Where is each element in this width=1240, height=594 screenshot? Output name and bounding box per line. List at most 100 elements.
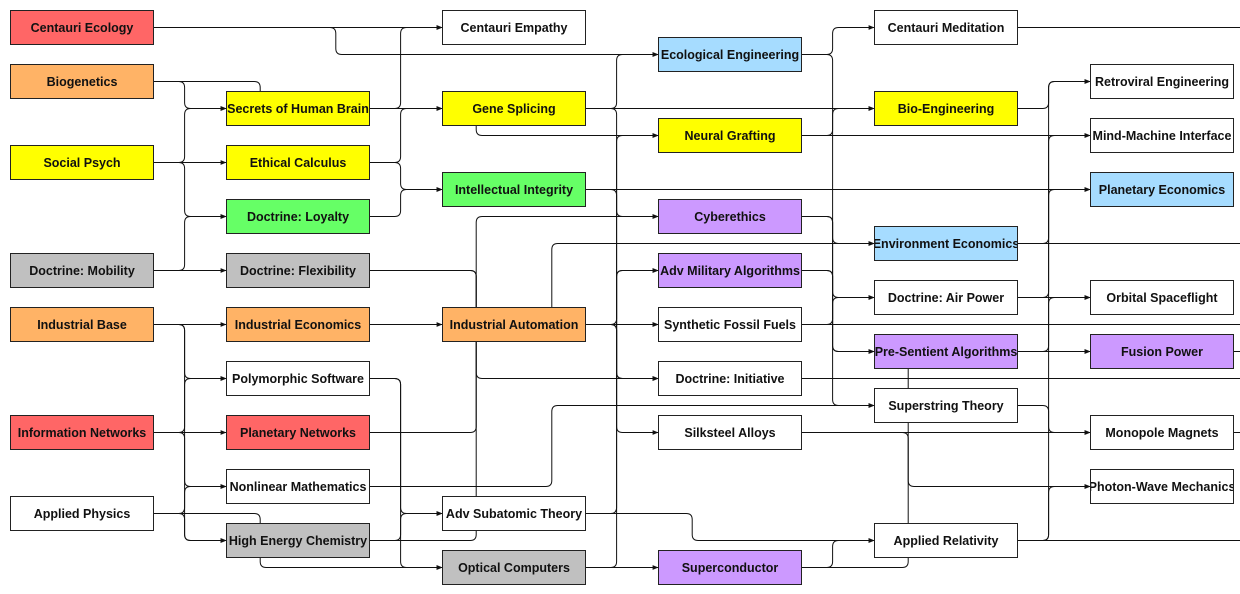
edge-adv-military-algorithms-to-doctrine-air-power — [802, 270, 875, 300]
tech-node-optical-computers[interactable]: Optical Computers — [442, 550, 586, 585]
edge-bio-engineering-to-retroviral-engineering — [1018, 79, 1091, 109]
tech-node-label: Doctrine: Mobility — [29, 263, 135, 278]
edge-ethical-calculus-to-intellectual-integrity — [370, 162, 443, 192]
edge-applied-relativity-to-photon-wave-mechanics — [1018, 484, 1091, 541]
tech-node-secrets-human-brain[interactable]: Secrets of Human Brain — [226, 91, 370, 126]
tech-node-label: Superconductor — [681, 560, 779, 575]
tech-node-industrial-automation[interactable]: Industrial Automation — [442, 307, 586, 342]
tech-node-fusion-power[interactable]: Fusion Power — [1090, 334, 1234, 369]
tech-node-label: Doctrine: Initiative — [675, 371, 785, 386]
edge-applied-relativity-to-orbital-spaceflight — [1018, 295, 1091, 541]
tech-node-planetary-economics[interactable]: Planetary Economics — [1090, 172, 1234, 207]
edge-optical-computers-to-adv-military-algorithms — [586, 268, 659, 568]
tech-node-intellectual-integrity[interactable]: Intellectual Integrity — [442, 172, 586, 207]
tech-node-pre-sentient-algorithms[interactable]: Pre-Sentient Algorithms — [874, 334, 1018, 369]
edge-industrial-automation-to-doctrine-initiative — [586, 324, 659, 381]
tech-node-label: Ethical Calculus — [249, 155, 347, 170]
tech-node-silksteel-alloys[interactable]: Silksteel Alloys — [658, 415, 802, 450]
tech-node-planetary-networks[interactable]: Planetary Networks — [226, 415, 370, 450]
tech-node-nonlinear-mathematics[interactable]: Nonlinear Mathematics — [226, 469, 370, 504]
edge-high-energy-chemistry-to-adv-subatomic-theory — [370, 511, 443, 541]
tech-node-label: Doctrine: Loyalty — [246, 209, 350, 224]
tech-node-environment-economics[interactable]: Environment Economics — [874, 226, 1018, 261]
edge-cyberethics-to-superstring-theory — [802, 216, 875, 408]
tech-node-label: Pre-Sentient Algorithms — [874, 344, 1018, 359]
edge-synthetic-fossil-fuels-to-doctrine-air-power — [802, 295, 875, 325]
tech-node-label: Bio-Engineering — [897, 101, 995, 116]
tech-node-label: Orbital Spaceflight — [1106, 290, 1218, 305]
tech-node-mind-machine-interface[interactable]: Mind-Machine Interface — [1090, 118, 1234, 153]
edge-secrets-human-brain-to-centauri-empathy — [370, 25, 443, 109]
tech-node-label: Intellectual Integrity — [454, 182, 574, 197]
edge-polymorphic-software-to-optical-computers — [370, 378, 443, 570]
edge-adv-subatomic-theory-to-applied-relativity — [586, 513, 875, 543]
tech-node-synthetic-fossil-fuels[interactable]: Synthetic Fossil Fuels — [658, 307, 802, 342]
tech-node-label: Ecological Engineering — [660, 47, 800, 62]
tech-node-centauri-empathy[interactable]: Centauri Empathy — [442, 10, 586, 45]
tech-node-superstring-theory[interactable]: Superstring Theory — [874, 388, 1018, 423]
tech-node-label: Gene Splicing — [472, 101, 556, 116]
tech-node-industrial-economics[interactable]: Industrial Economics — [226, 307, 370, 342]
tech-node-applied-relativity[interactable]: Applied Relativity — [874, 523, 1018, 558]
edge-industrial-automation-to-neural-grafting — [586, 133, 659, 325]
tech-node-social-psych[interactable]: Social Psych — [10, 145, 154, 180]
tech-node-applied-physics[interactable]: Applied Physics — [10, 496, 154, 531]
tech-node-photon-wave-mechanics[interactable]: Photon-Wave Mechanics — [1090, 469, 1234, 504]
edge-social-psych-to-secrets-human-brain — [154, 106, 227, 163]
tech-node-polymorphic-software[interactable]: Polymorphic Software — [226, 361, 370, 396]
tech-node-high-energy-chemistry[interactable]: High Energy Chemistry — [226, 523, 370, 558]
tech-node-doctrine-flexibility[interactable]: Doctrine: Flexibility — [226, 253, 370, 288]
tech-node-label: Planetary Networks — [239, 425, 357, 440]
tech-node-adv-subatomic-theory[interactable]: Adv Subatomic Theory — [442, 496, 586, 531]
tech-node-orbital-spaceflight[interactable]: Orbital Spaceflight — [1090, 280, 1234, 315]
tech-node-label: Monopole Magnets — [1105, 425, 1219, 440]
edge-doctrine-mobility-to-doctrine-loyalty — [154, 214, 227, 271]
tech-node-label: Adv Military Algorithms — [660, 263, 800, 278]
edge-information-networks-to-polymorphic-software — [154, 376, 227, 433]
tech-node-label: Mind-Machine Interface — [1092, 128, 1232, 143]
tech-node-doctrine-loyalty[interactable]: Doctrine: Loyalty — [226, 199, 370, 234]
edge-adv-military-algorithms-to-pre-sentient-algorithms — [802, 270, 875, 354]
tech-node-label: Polymorphic Software — [232, 371, 364, 386]
tech-node-centauri-ecology[interactable]: Centauri Ecology — [10, 10, 154, 45]
tech-node-retroviral-engineering[interactable]: Retroviral Engineering — [1090, 64, 1234, 99]
edge-gene-splicing-to-ecological-engineering — [586, 52, 659, 109]
tech-node-ethical-calculus[interactable]: Ethical Calculus — [226, 145, 370, 180]
tech-node-label: Centauri Meditation — [887, 20, 1005, 35]
tech-node-label: Centauri Empathy — [460, 20, 568, 35]
tech-node-doctrine-initiative[interactable]: Doctrine: Initiative — [658, 361, 802, 396]
edge-superconductor-to-applied-relativity — [802, 538, 875, 568]
tech-node-neural-grafting[interactable]: Neural Grafting — [658, 118, 802, 153]
tech-node-label: Secrets of Human Brain — [227, 101, 369, 116]
tech-node-gene-splicing[interactable]: Gene Splicing — [442, 91, 586, 126]
edge-silksteel-alloys-to-photon-wave-mechanics — [802, 432, 1091, 489]
edge-polymorphic-software-to-adv-subatomic-theory — [370, 378, 443, 516]
edge-applied-physics-to-nonlinear-mathematics — [154, 484, 227, 514]
edge-applied-physics-to-high-energy-chemistry — [154, 513, 227, 543]
tech-node-doctrine-mobility[interactable]: Doctrine: Mobility — [10, 253, 154, 288]
tech-node-label: Neural Grafting — [684, 128, 776, 143]
tech-node-label: Doctrine: Flexibility — [240, 263, 356, 278]
tech-node-industrial-base[interactable]: Industrial Base — [10, 307, 154, 342]
tech-node-monopole-magnets[interactable]: Monopole Magnets — [1090, 415, 1234, 450]
tech-node-centauri-meditation[interactable]: Centauri Meditation — [874, 10, 1018, 45]
tech-node-label: Information Networks — [17, 425, 147, 440]
tech-node-label: Doctrine: Air Power — [887, 290, 1005, 305]
tech-node-label: Biogenetics — [46, 74, 118, 89]
tech-node-label: Photon-Wave Mechanics — [1090, 479, 1234, 494]
edge-information-networks-to-nonlinear-mathematics — [154, 432, 227, 489]
tech-node-information-networks[interactable]: Information Networks — [10, 415, 154, 450]
edge-biogenetics-to-secrets-human-brain — [154, 81, 227, 111]
edge-doctrine-loyalty-to-intellectual-integrity — [370, 187, 443, 217]
tech-node-cyberethics[interactable]: Cyberethics — [658, 199, 802, 234]
tech-node-label: Synthetic Fossil Fuels — [664, 317, 796, 332]
tech-node-biogenetics[interactable]: Biogenetics — [10, 64, 154, 99]
tech-node-label: Retroviral Engineering — [1094, 74, 1230, 89]
tech-node-label: Silksteel Alloys — [684, 425, 776, 440]
tech-node-bio-engineering[interactable]: Bio-Engineering — [874, 91, 1018, 126]
tech-node-doctrine-air-power[interactable]: Doctrine: Air Power — [874, 280, 1018, 315]
tech-node-adv-military-algorithms[interactable]: Adv Military Algorithms — [658, 253, 802, 288]
tech-node-superconductor[interactable]: Superconductor — [658, 550, 802, 585]
tech-node-ecological-engineering[interactable]: Ecological Engineering — [658, 37, 802, 72]
